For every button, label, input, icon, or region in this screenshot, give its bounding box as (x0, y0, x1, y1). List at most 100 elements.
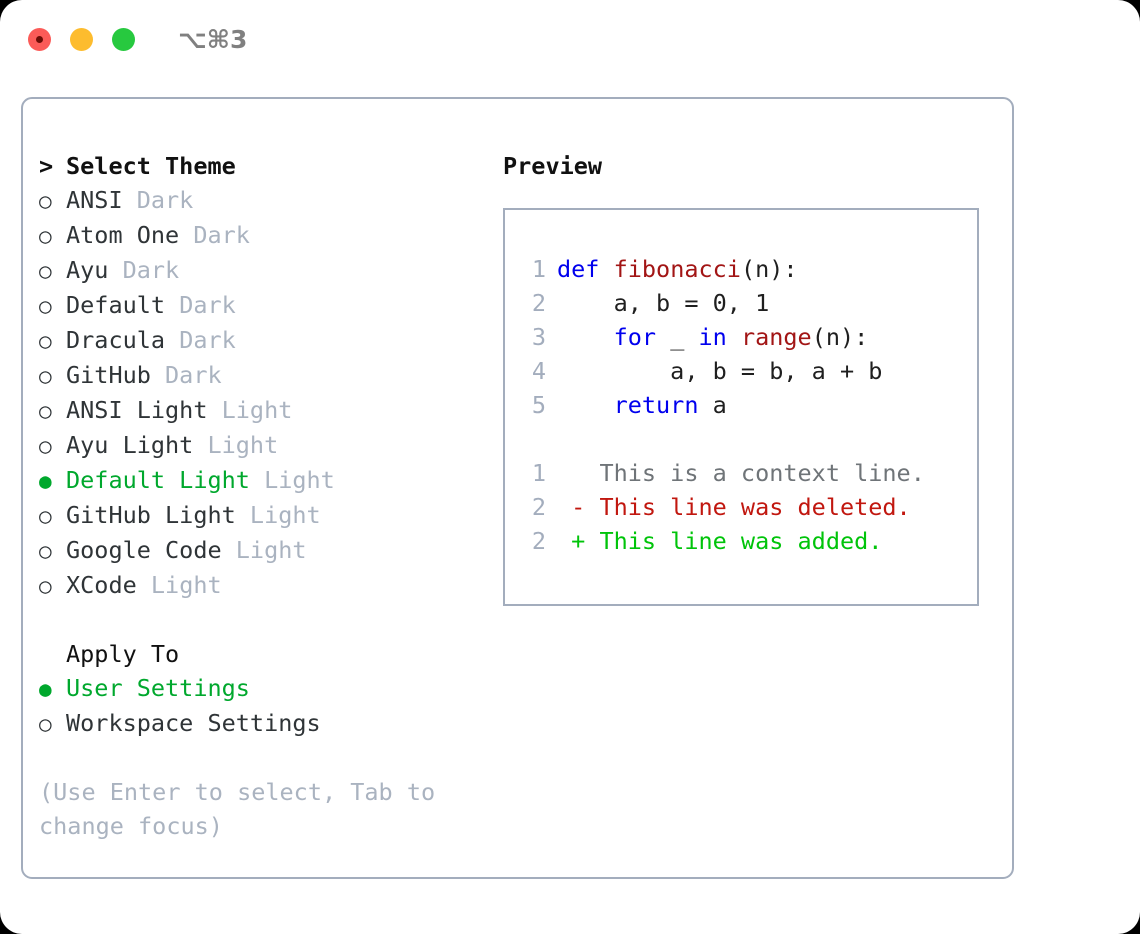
code-token: def (557, 255, 600, 283)
theme-name: ANSI (66, 186, 123, 214)
theme-list: ○ANSI Dark○Atom One Dark○Ayu Dark○Defaul… (39, 183, 499, 603)
theme-list-item[interactable]: ○XCode Light (39, 568, 499, 603)
code-line: 2 a, b = 0, 1 (518, 286, 971, 320)
code-token: return (613, 391, 699, 419)
diff-sample: 1 This is a context line.2 - This line w… (518, 456, 971, 558)
theme-list-item[interactable]: ○ Dracula Dark (39, 323, 499, 358)
apply-to-header: Apply To (39, 637, 499, 671)
code-token (557, 391, 614, 419)
theme-name: Atom One (66, 221, 180, 249)
theme-variant: Dark (179, 221, 250, 249)
theme-variant: Dark (165, 291, 236, 319)
code-content: for _ in range(n): (557, 320, 869, 354)
code-token: _ (656, 323, 699, 351)
traffic-light-group (28, 27, 135, 51)
radio-unselected-icon: ○ (39, 294, 52, 318)
radio-selected-icon: ● (39, 677, 52, 701)
code-token: a, b = 0, 1 (557, 289, 770, 317)
line-number: 1 (531, 459, 546, 487)
title-bar: ⌥⌘3 (0, 0, 1140, 78)
line-number: 5 (531, 391, 546, 419)
line-number: 1 (531, 255, 546, 283)
theme-name: Default Light (66, 466, 250, 494)
theme-name: Dracula (66, 326, 166, 354)
apply-to-list: ● User Settings ○ Workspace Settings (39, 671, 499, 741)
select-theme-title: Select Theme (66, 152, 236, 180)
code-token: a (698, 391, 727, 419)
preview-title: Preview (503, 152, 603, 180)
theme-name: XCode (66, 571, 137, 599)
radio-unselected-icon: ○ (39, 259, 52, 283)
diff-content: + This line was added. (557, 527, 883, 555)
code-token: for (613, 323, 657, 351)
apply-to-label: Apply To (66, 640, 180, 668)
code-line: 5 return a (518, 388, 971, 422)
theme-name: GitHub Light (66, 501, 236, 529)
diff-line: 1 This is a context line. (518, 456, 971, 490)
code-content: a, b = b, a + b (557, 354, 882, 388)
code-token: a, b = b, a + b (557, 357, 883, 385)
code-content: return a (557, 388, 727, 422)
theme-list-item[interactable]: ○ GitHub Light Light (39, 498, 499, 533)
minimize-button[interactable] (70, 27, 93, 51)
apply-to-item[interactable]: ○ Workspace Settings (39, 706, 499, 741)
code-token: in (698, 323, 727, 351)
diff-content: This is a context line. (557, 459, 925, 487)
radio-unselected-icon: ○ (39, 434, 52, 458)
radio-unselected-icon: ○ (39, 399, 52, 423)
diff-content: - This line was deleted. (557, 493, 911, 521)
theme-variant: Light (235, 501, 321, 529)
theme-selector-column: > Select Theme ○ANSI Dark○Atom One Dark○… (39, 149, 499, 843)
theme-variant: Light (193, 431, 279, 459)
theme-variant: Dark (108, 256, 180, 284)
keyboard-hint: (Use Enter to select, Tab to change focu… (39, 778, 450, 840)
theme-variant: Light (221, 536, 307, 564)
radio-unselected-icon: ○ (39, 504, 52, 528)
theme-list-item[interactable]: ○ANSI Dark (39, 183, 499, 218)
line-number: 3 (531, 323, 546, 351)
diff-line: 2 + This line was added. (518, 524, 971, 558)
diff-line: 2 - This line was deleted. (518, 490, 971, 524)
theme-variant: Dark (150, 361, 222, 389)
radio-unselected-icon: ○ (39, 364, 52, 388)
code-token: fibonacci (613, 255, 741, 283)
theme-name: Ayu (66, 256, 109, 284)
theme-variant: Light (249, 466, 335, 494)
code-line: 3 for _ in range(n): (518, 320, 971, 354)
theme-variant: Dark (165, 326, 236, 354)
keyboard-shortcut-label: ⌥⌘3 (178, 24, 248, 54)
theme-list-item[interactable]: ○Default Dark (39, 288, 499, 323)
radio-unselected-icon: ○ (39, 224, 52, 248)
radio-unselected-icon: ○ (39, 329, 52, 353)
theme-list-item[interactable]: ○ GitHub Dark (39, 358, 499, 393)
theme-list-item[interactable]: ○ANSI Light Light (39, 393, 499, 428)
theme-list-item[interactable]: ○ Atom One Dark (39, 218, 499, 253)
apply-to-item[interactable]: ● User Settings (39, 671, 499, 706)
line-number: 4 (531, 357, 546, 385)
theme-list-item[interactable]: ○ Google Code Light (39, 533, 499, 568)
theme-list-item[interactable]: ● Default Light Light (39, 463, 499, 498)
line-number: 2 (531, 493, 546, 521)
theme-variant: Light (207, 396, 293, 424)
main-panel: > Select Theme ○ANSI Dark○Atom One Dark○… (21, 97, 1014, 879)
theme-list-item[interactable]: ○Ayu Light Light (39, 428, 499, 463)
caret-icon: > (39, 152, 54, 180)
theme-name: Google Code (66, 536, 222, 564)
code-content: a, b = 0, 1 (557, 286, 770, 320)
code-content: def fibonacci(n): (557, 252, 798, 286)
apply-to-name: Workspace Settings (66, 709, 321, 737)
close-button[interactable] (28, 27, 51, 51)
select-theme-header: > Select Theme (39, 149, 499, 183)
theme-variant: Dark (122, 186, 194, 214)
radio-unselected-icon: ○ (39, 539, 52, 563)
theme-name: GitHub (66, 361, 151, 389)
code-line: 4 a, b = b, a + b (518, 354, 971, 388)
radio-unselected-icon: ○ (39, 712, 52, 736)
apply-to-name: User Settings (66, 674, 250, 702)
maximize-button[interactable] (112, 27, 135, 51)
radio-selected-icon: ● (39, 469, 52, 493)
theme-list-item[interactable]: ○ Ayu Dark (39, 253, 499, 288)
